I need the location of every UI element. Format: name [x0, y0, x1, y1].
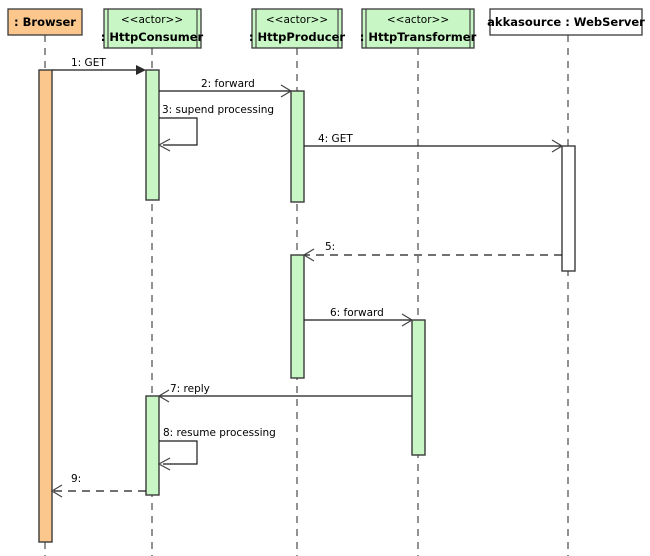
- participant-stereotype-httptransformer: <<actor>>: [387, 14, 449, 26]
- participant-stereotype-httpconsumer: <<actor>>: [121, 14, 183, 26]
- message-3-self-path: [159, 117, 198, 146]
- participant-name-httpproducer: : HttpProducer: [249, 30, 345, 44]
- message-7-reply[interactable]: 7: reply: [157, 383, 412, 403]
- message-4-label: 4: GET: [318, 133, 353, 145]
- message-9-label: 9:: [71, 473, 81, 485]
- participant-header-browser[interactable]: : Browser: [7, 8, 83, 36]
- message-8-self-path: [159, 440, 198, 465]
- message-6-forward[interactable]: 6: forward: [304, 307, 414, 327]
- messages-layer: 1: GET 2: forward 3: supend processing 4…: [50, 57, 564, 498]
- message-4-arrowhead-open: [551, 139, 564, 153]
- participant-box-browser: [7, 8, 83, 36]
- message-3-arrowhead-open: [157, 138, 171, 152]
- participant-header-webserver[interactable]: akkasource : WebServer: [487, 8, 645, 36]
- participant-name-webserver: akkasource : WebServer: [487, 15, 645, 29]
- participant-name-browser: : Browser: [14, 15, 76, 29]
- activation-bar-httpconsumer-1: [145, 69, 160, 201]
- participant-box-httptransformer: [361, 8, 475, 49]
- participant-box-httpproducer: [251, 8, 343, 49]
- activation-bar-httpproducer-2: [290, 254, 305, 379]
- message-9-arrowhead-open: [50, 484, 63, 498]
- message-7-label: 7: reply: [170, 383, 210, 395]
- message-4-get[interactable]: 4: GET: [304, 133, 564, 153]
- message-5-return[interactable]: 5:: [302, 241, 562, 262]
- message-1-arrowhead-filled: [136, 65, 146, 75]
- participant-header-httpconsumer[interactable]: <<actor>> : HttpConsumer: [101, 8, 204, 49]
- message-3-supend-processing[interactable]: 3: supend processing: [157, 104, 274, 152]
- activation-bar-httpconsumer-2: [145, 395, 160, 496]
- participant-headers-layer: : Browser <<actor>> : HttpConsumer <<act…: [7, 8, 645, 49]
- activation-bar-browser: [38, 69, 53, 543]
- activation-bar-httptransformer-1: [411, 319, 426, 456]
- message-7-arrowhead-open: [157, 389, 170, 403]
- message-5-arrowhead-open: [302, 248, 315, 262]
- activation-bars-layer: [38, 69, 576, 543]
- participant-name-httpconsumer: : HttpConsumer: [101, 30, 204, 44]
- message-6-arrowhead-open: [401, 313, 414, 327]
- activation-bar-webserver-1: [561, 145, 576, 272]
- lifelines-layer: [44, 35, 569, 556]
- message-8-label: 8: resume processing: [163, 427, 276, 439]
- participant-box-httpconsumer: [103, 8, 202, 49]
- message-6-label: 6: forward: [330, 307, 384, 319]
- message-2-forward[interactable]: 2: forward: [159, 78, 293, 98]
- message-3-label: 3: supend processing: [162, 104, 274, 116]
- message-1-get[interactable]: 1: GET: [52, 57, 146, 75]
- participant-header-httptransformer[interactable]: <<actor>> : HttpTransformer: [360, 8, 477, 49]
- message-2-arrowhead-open: [280, 84, 293, 98]
- message-9-return[interactable]: 9:: [50, 473, 146, 498]
- activation-bar-httpproducer-1: [290, 90, 305, 203]
- participant-stereotype-httpproducer: <<actor>>: [266, 14, 328, 26]
- message-1-label: 1: GET: [71, 57, 106, 69]
- message-2-label: 2: forward: [201, 78, 255, 90]
- participant-header-httpproducer[interactable]: <<actor>> : HttpProducer: [249, 8, 345, 49]
- message-8-resume-processing[interactable]: 8: resume processing: [157, 427, 276, 471]
- participant-name-httptransformer: : HttpTransformer: [360, 30, 477, 44]
- participant-box-webserver: [489, 8, 643, 36]
- message-8-arrowhead-open: [157, 457, 171, 471]
- message-5-label: 5:: [325, 241, 335, 253]
